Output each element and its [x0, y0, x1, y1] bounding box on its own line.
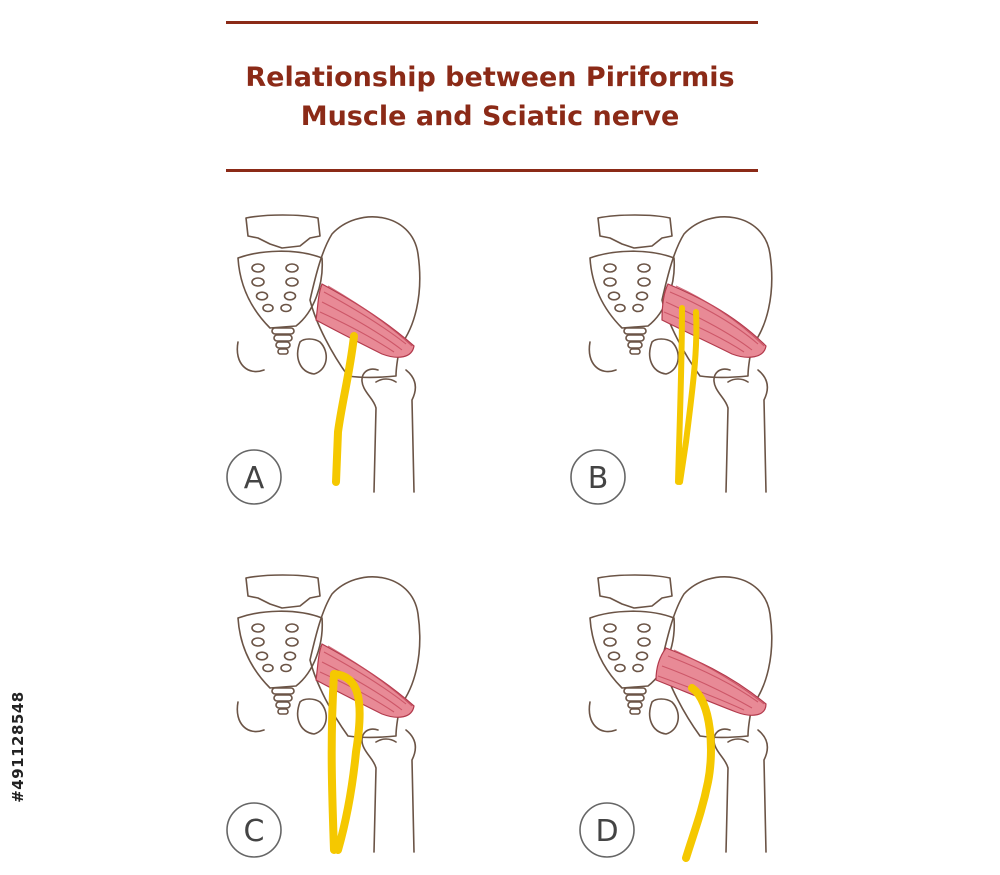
panel-label-a: A	[226, 449, 282, 505]
panel-label-a-text: A	[244, 461, 265, 496]
panel-label-c-text: C	[244, 814, 265, 849]
title-bottom-rule	[226, 169, 758, 172]
panel-label-c: C	[226, 802, 282, 858]
stock-id-text: #491128548	[9, 691, 27, 803]
panel-label-d-text: D	[595, 814, 618, 849]
panel-b	[588, 214, 773, 493]
panel-a	[236, 214, 421, 493]
title-line-1: Relationship between Piriformis	[245, 62, 735, 93]
stock-id-vertical: #491128548	[8, 642, 28, 852]
panel-label-d: D	[579, 802, 635, 858]
panel-label-b-text: B	[588, 461, 609, 496]
diagram-title: Relationship between Piriformis Muscle a…	[150, 58, 830, 136]
panel-label-b: B	[570, 449, 626, 505]
title-line-2: Muscle and Sciatic nerve	[300, 101, 680, 132]
title-top-rule	[226, 21, 758, 24]
